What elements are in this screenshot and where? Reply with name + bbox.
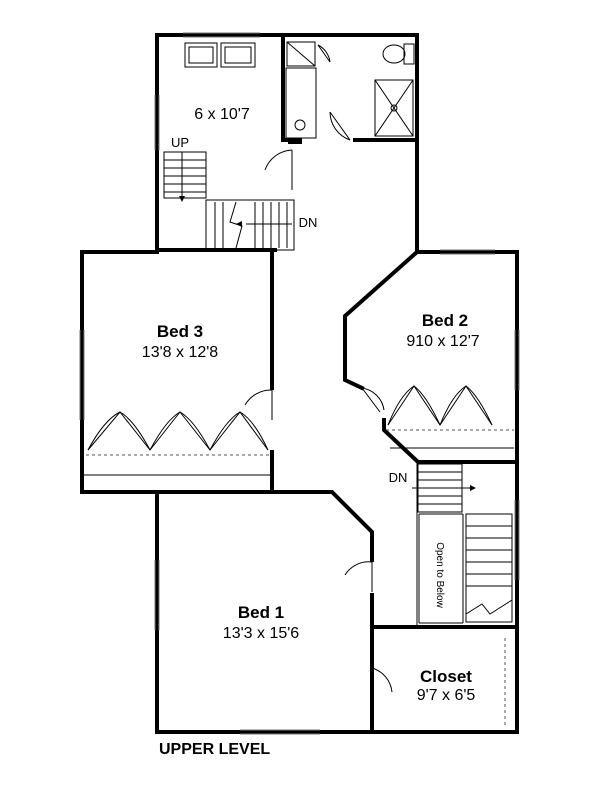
plan-title: UPPER LEVEL xyxy=(159,741,271,758)
closet-name: Closet xyxy=(420,667,472,686)
dn-label-top: DN xyxy=(299,215,318,230)
bed2-dims: 910 x 12'7 xyxy=(406,333,479,350)
open-to-below-label: Open to Below xyxy=(434,542,445,608)
washer-dryer xyxy=(184,42,256,68)
bed3-dims: 13'8 x 12'8 xyxy=(142,344,218,361)
bed2-name: Bed 2 xyxy=(422,311,468,330)
bed1-name: Bed 1 xyxy=(238,603,284,622)
bathroom-fixtures xyxy=(285,41,415,139)
stairs xyxy=(163,151,513,623)
closet-bifold-doors xyxy=(84,385,514,725)
bath-area-dims: 6 x 10'7 xyxy=(194,106,250,123)
interior-walls xyxy=(155,35,519,734)
dn-label-right: DN xyxy=(389,470,408,485)
exterior-walls xyxy=(80,33,519,734)
bed1-dims: 13'3 x 15'6 xyxy=(223,625,299,642)
windows xyxy=(79,32,520,735)
closet-dims: 9'7 x 6'5 xyxy=(417,687,476,704)
doors xyxy=(244,44,393,700)
bed3-name: Bed 3 xyxy=(157,322,203,341)
up-label: UP xyxy=(171,135,189,150)
